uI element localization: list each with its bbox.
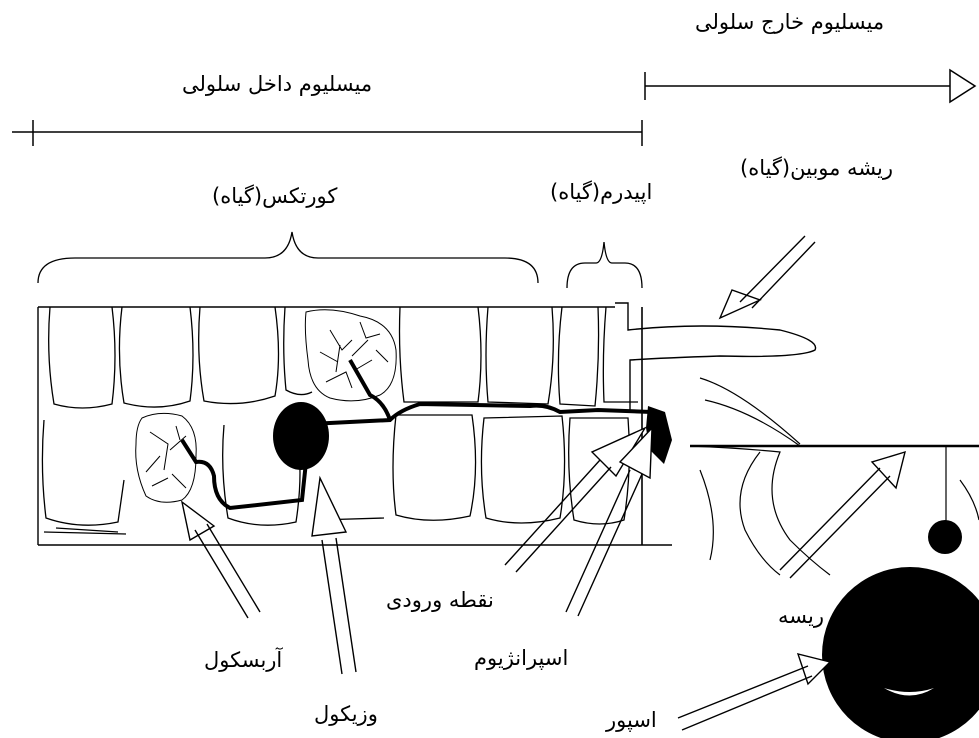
epidermis-brace — [567, 242, 642, 288]
cortex-brace — [38, 232, 538, 283]
intraradical-mycelium-label: میسلیوم داخل سلولی — [182, 74, 372, 95]
internal-hypha — [182, 360, 652, 508]
intraradical-scale-bar — [12, 120, 642, 146]
extraradical-mycelium-label: میسلیوم خارج سلولی — [695, 12, 884, 33]
arbuscule-upper — [305, 310, 396, 401]
root-hair-label: ریشه موبین(گیاه) — [740, 158, 893, 179]
extraradical-scale-bar — [645, 70, 975, 102]
spore-label: اسپور — [606, 710, 657, 731]
cortex-label: کورتکس(گیاه) — [212, 186, 337, 207]
epidermis-label: اپیدرم(گیاه) — [550, 182, 652, 203]
small-spore — [928, 520, 962, 554]
vesicle-label: وزیکول — [314, 704, 378, 725]
vesicle-shape — [273, 402, 329, 470]
hypha-label: ریسه — [778, 606, 824, 627]
sporangium-label: اسپرانژیوم — [474, 648, 568, 669]
root-section — [38, 307, 672, 545]
entry-point-label: نقطه ورودی — [386, 590, 494, 611]
arbuscule-lower — [136, 413, 197, 502]
root-hair-shape — [615, 303, 816, 410]
large-spore — [822, 567, 979, 738]
arbuscule-label: آربسکول — [204, 650, 282, 671]
